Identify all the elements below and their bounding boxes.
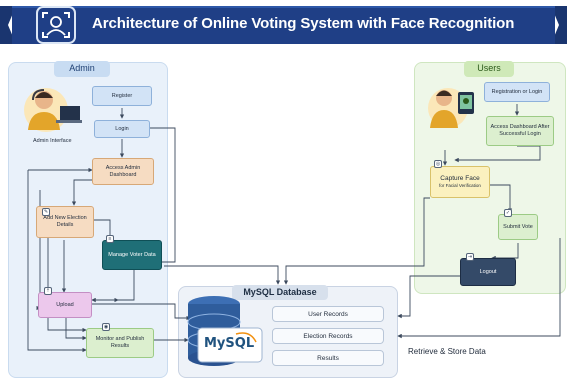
login-step[interactable]: Login bbox=[94, 120, 150, 138]
user-list-icon: ≡ bbox=[106, 235, 114, 243]
face-scan-icon bbox=[36, 6, 76, 44]
admin-interface-caption: Admin Interface bbox=[33, 138, 72, 144]
monitor-publish-results-step[interactable]: Monitor and Publish Results bbox=[86, 328, 154, 358]
admin-person-icon bbox=[24, 88, 82, 132]
edit-icon: ✎ bbox=[42, 208, 50, 216]
upload-icon: ⇡ bbox=[44, 287, 52, 295]
election-records[interactable]: Election Records bbox=[272, 328, 384, 344]
access-admin-dashboard-step[interactable]: Access Admin Dashboard bbox=[92, 158, 154, 185]
submit-vote-step[interactable]: Submit Vote bbox=[498, 214, 538, 240]
admin-panel-label: Admin bbox=[54, 61, 110, 77]
header-banner bbox=[0, 6, 567, 44]
register-step[interactable]: Register bbox=[92, 86, 152, 106]
ballot-icon: ✓ bbox=[504, 209, 512, 217]
capture-face-label: Capture Face bbox=[440, 175, 480, 183]
results-records[interactable]: Results bbox=[272, 350, 384, 366]
user-face-scan-icon bbox=[428, 88, 474, 128]
user-records[interactable]: User Records bbox=[272, 306, 384, 322]
users-panel-label: Users bbox=[464, 61, 514, 77]
logout-step[interactable]: Logout bbox=[460, 258, 516, 286]
access-user-dashboard-step[interactable]: Access Dashboard After Successful Login bbox=[486, 116, 554, 146]
page-title: Architecture of Online Voting System wit… bbox=[92, 15, 515, 32]
mysql-logo-text: MySQL bbox=[204, 336, 255, 351]
capture-face-step[interactable]: Capture Face for Facial Verification bbox=[430, 166, 490, 198]
retrieve-store-data-label: Retrieve & Store Data bbox=[408, 347, 486, 356]
registration-or-login-step[interactable]: Registration or Login bbox=[484, 82, 550, 102]
monitor-icon: ◉ bbox=[102, 323, 110, 331]
logout-icon: ⇥ bbox=[466, 253, 474, 261]
manage-voter-data-step[interactable]: Manage Voter Data bbox=[102, 240, 162, 270]
mysql-database-label: MySQL Database bbox=[232, 285, 328, 300]
camera-icon: ◎ bbox=[434, 160, 442, 168]
database-cylinder-icon bbox=[187, 296, 263, 366]
capture-face-sublabel: for Facial Verification bbox=[439, 183, 481, 189]
upload-step[interactable]: Upload bbox=[38, 292, 92, 318]
